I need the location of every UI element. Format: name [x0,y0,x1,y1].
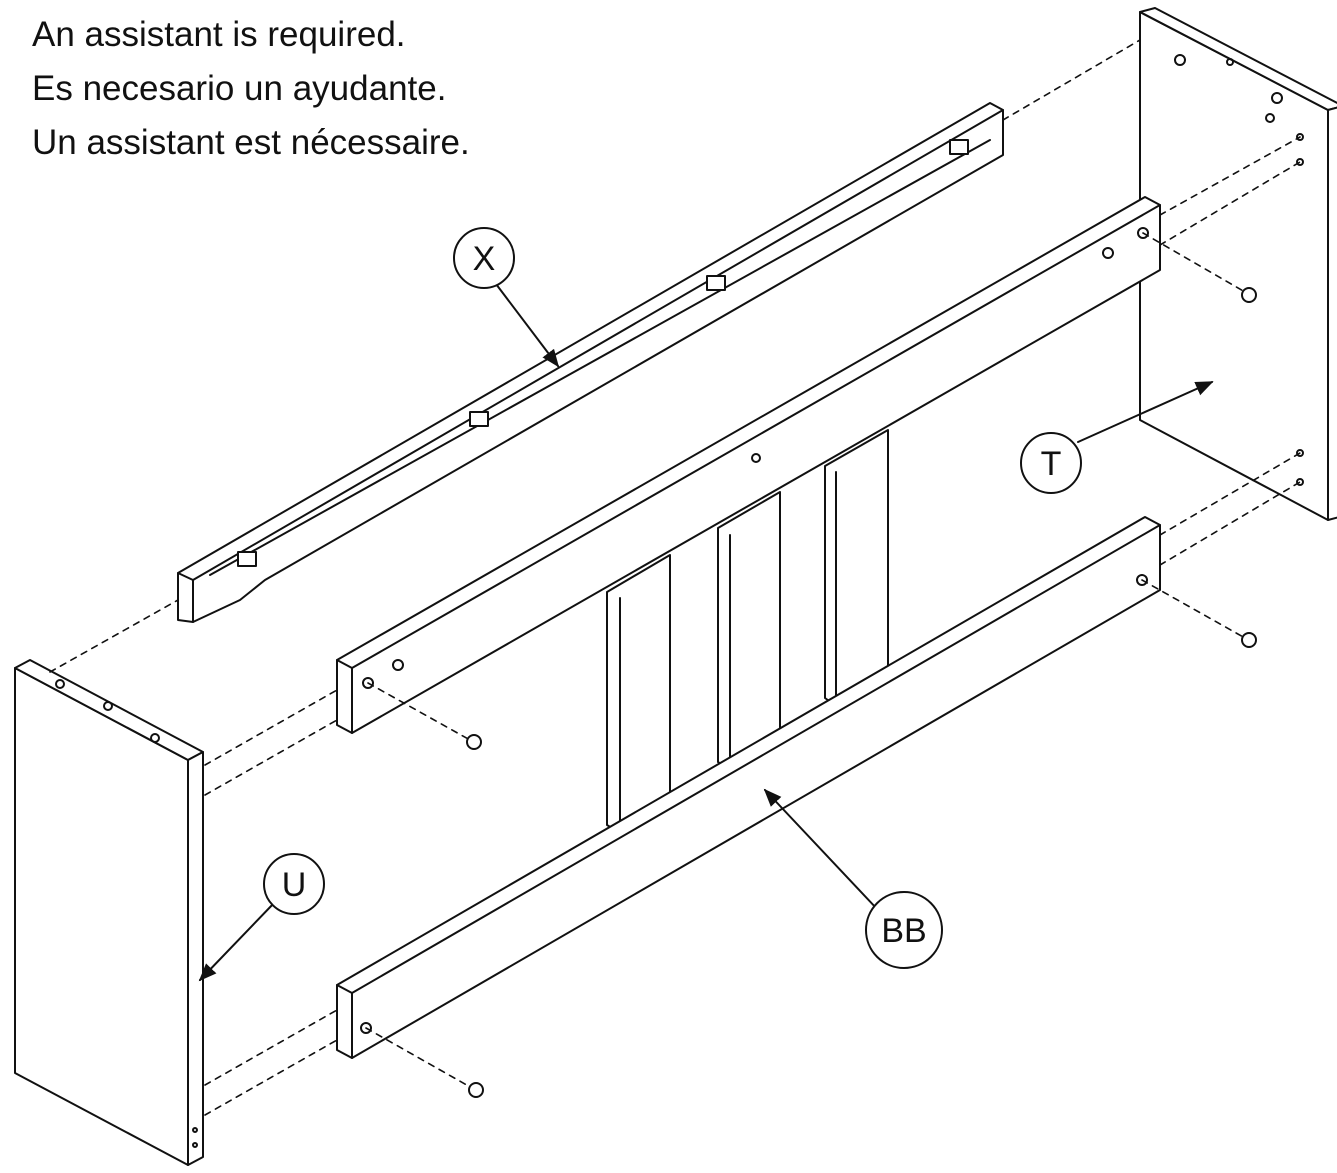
frame-bb [336,196,1161,834]
assistant-notice: An assistant is required. Es necesario u… [32,8,470,170]
callout-t-label: T [1041,445,1062,483]
callout-u-label: U [282,866,307,904]
cam-lock-nut [1241,632,1257,648]
panel-u [14,659,204,1166]
rail-bottom [336,516,1161,1059]
notice-spanish: Es necesario un ayudante. [32,69,447,108]
notice-french: Un assistant est nécessaire. [32,123,470,162]
cam-lock-nuts [466,287,1257,1098]
cam-lock-nut [466,734,482,750]
rail-x [177,102,1004,623]
cam-lock-nut [1241,287,1257,303]
notice-english: An assistant is required. [32,15,406,54]
callout-u: U [263,853,325,915]
callout-x-label: X [473,240,496,278]
callout-bb-label: BB [881,912,926,950]
callout-t: T [1020,432,1082,494]
callout-arrows [198,283,1214,982]
panel-t [1139,7,1337,521]
cam-lock-nut [468,1082,484,1098]
alignment-lines [49,39,1301,1116]
callout-bb: BB [865,891,943,969]
callout-x: X [453,227,515,289]
